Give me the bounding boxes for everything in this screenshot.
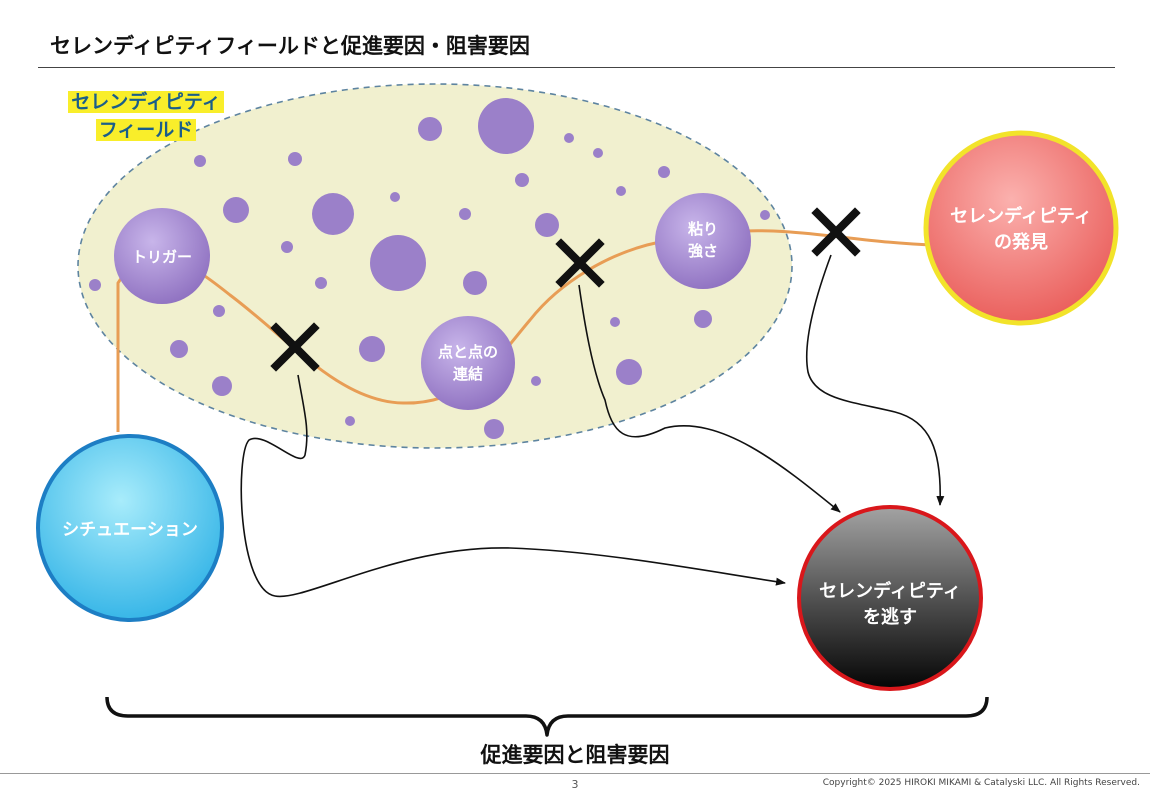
bubble [484, 419, 504, 439]
node-grit: 粘り 強さ [655, 193, 751, 289]
bubble [89, 279, 101, 291]
node-situation: シチュエーション [36, 434, 224, 622]
bubble [593, 148, 603, 158]
node-grit-label-1: 粘り [688, 220, 718, 238]
bubble [212, 376, 232, 396]
bubble [223, 197, 249, 223]
node-miss-label-1: セレンディピティ [819, 580, 961, 602]
arrow-miss-2 [578, 284, 841, 513]
page-number: 3 [571, 778, 579, 791]
bubble [370, 235, 426, 291]
field-label-line2: フィールド [95, 119, 197, 141]
footer-rule [0, 773, 1150, 774]
node-situation-label: シチュエーション [62, 520, 198, 540]
bubble [478, 98, 534, 154]
bubble [535, 213, 559, 237]
bottom-brace [105, 696, 989, 737]
title-rule [38, 67, 1115, 68]
node-miss-label-2: を逃す [863, 606, 917, 628]
node-situation-circle [36, 434, 224, 622]
node-connect-circle [421, 316, 515, 410]
node-grit-circle [655, 193, 751, 289]
bubble [418, 117, 442, 141]
copyright: Copyright© 2025 HIROKI MIKAMI & Catalysk… [822, 778, 1140, 788]
bubble [459, 208, 471, 220]
bubble [390, 192, 400, 202]
bottom-label: 促進要因と阻害要因 [480, 743, 670, 767]
bubble [531, 376, 541, 386]
field-bubbles [89, 98, 770, 439]
bubble [312, 193, 354, 235]
bubble [616, 186, 626, 196]
bubble [760, 210, 770, 220]
bubble [564, 133, 574, 143]
bubble [463, 271, 487, 295]
node-discovery: セレンディピティ の発見 [923, 130, 1119, 326]
bubble [315, 277, 327, 289]
node-miss-circle [797, 505, 983, 691]
bubble [694, 310, 712, 328]
node-discovery-circle [923, 130, 1119, 326]
bubble [194, 155, 206, 167]
bubble [170, 340, 188, 358]
bubble [359, 336, 385, 362]
arrow-miss-3 [805, 254, 945, 506]
bubble [610, 317, 620, 327]
node-grit-label-2: 強さ [688, 242, 718, 260]
node-miss: セレンディピティ を逃す [797, 505, 983, 691]
bubble [281, 241, 293, 253]
node-trigger-circle [114, 208, 210, 304]
node-trigger-label: トリガー [132, 248, 192, 266]
node-discovery-label-2: の発見 [994, 231, 1048, 253]
node-discovery-label-1: セレンディピティ [950, 205, 1092, 227]
bubble [288, 152, 302, 166]
node-connect: 点と点の 連結 [421, 316, 515, 410]
node-connect-label-1: 点と点の [438, 343, 498, 361]
serendipity-field [77, 83, 793, 449]
field-label: セレンディピティ フィールド [50, 88, 242, 144]
blocker-x-3 [811, 207, 861, 257]
blocker-x-1 [270, 322, 320, 372]
field-label-line1: セレンディピティ [68, 91, 224, 113]
slide-title: セレンディピティフィールドと促進要因・阻害要因 [50, 34, 530, 58]
bubble [616, 359, 642, 385]
blocker-x-2 [555, 238, 605, 288]
arrow-miss-1 [240, 374, 786, 598]
bubble [213, 305, 225, 317]
bubble [515, 173, 529, 187]
bubble [345, 416, 355, 426]
bubble [658, 166, 670, 178]
node-connect-label-2: 連結 [453, 365, 483, 383]
node-trigger: トリガー [114, 208, 210, 304]
